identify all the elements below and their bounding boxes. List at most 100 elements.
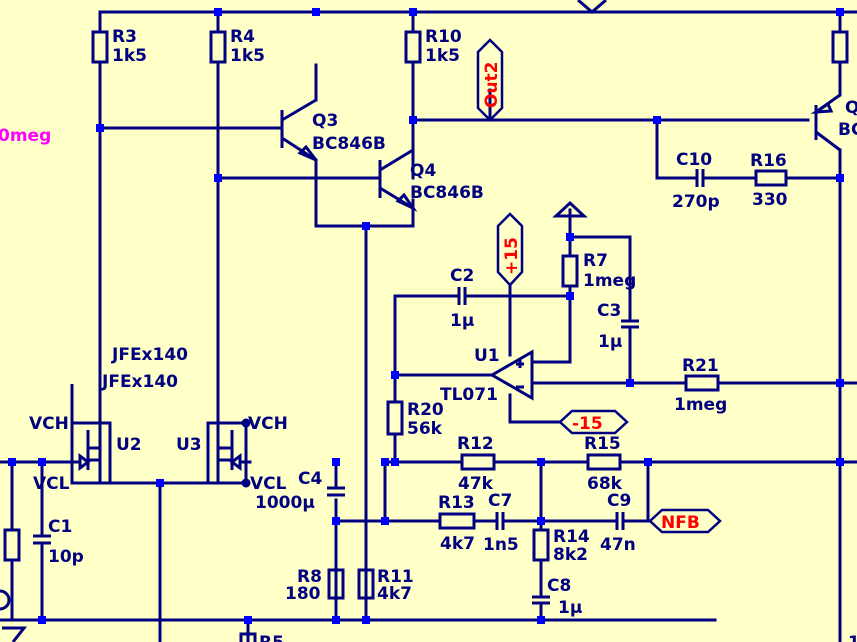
label-R13-name: R13 [438,493,475,513]
jfet-U2 [70,384,112,485]
resistor-R7 [561,254,579,288]
source-symbol [0,589,11,611]
label-U2-name: U2 [116,435,142,455]
label-R14-name: R14 [553,527,590,547]
label-R11-name: R11 [377,567,414,587]
resistor-left [3,528,21,562]
resistor-R5 [239,632,257,642]
label-C7-name: C7 [488,491,512,511]
label-Q3-name: Q3 [312,111,338,131]
label-R14-value: 8k2 [553,545,588,565]
resistor-R16 [754,169,788,187]
label-C2-value: 1µ [450,311,474,331]
label-R16-name: R16 [750,151,787,171]
netlabel-nfb-shape [648,508,722,534]
label-Qr-value: BC [838,120,857,140]
label-Q4-value: BC846B [410,183,484,203]
resistor-R20 [386,400,404,436]
label-C1-value: 10p [48,547,84,567]
label-R13-value: 4k7 [440,534,475,554]
label-R7-name: R7 [583,251,608,271]
label-R20-value: 56k [407,419,443,439]
netlabel-plus15: +15 [502,237,522,275]
resistor-R14 [532,528,550,562]
label-R10-value: 1k5 [425,46,460,66]
label-U1-value: TL071 [440,385,498,405]
label-C7-value: 1n5 [483,535,519,555]
opamp-U1 [488,349,534,401]
ground-symbol-top [552,200,588,218]
netlabel-minus15: -15 [572,414,603,434]
label-C9-value: 47n [600,535,636,555]
label-R3-value: 1k5 [112,46,147,66]
label-U3-name: U3 [176,435,202,455]
netlabel-nfb: NFB [661,513,700,533]
label-C1-name: C1 [48,517,72,537]
label-C9-name: C9 [607,491,631,511]
label-R4-name: R4 [230,27,255,47]
label-Qr-name: Q [845,98,857,118]
ground-symbol-top-rail [577,0,607,14]
label-R8-value: 180 [285,584,321,604]
resistor-R13 [438,512,476,530]
label-C3-value: 1µ [598,332,622,352]
label-R15-value: 68k [587,474,623,494]
resistor-Qr [831,30,849,64]
label-R15-name: R15 [584,434,621,454]
label-R5-partial: R5 [259,633,284,642]
label-jfe-2: JFEx140 [101,372,178,392]
transistor-Q4 [378,148,418,212]
transistor-Q-right [810,93,841,152]
label-R20-name: R20 [407,400,444,420]
label-Q4-name: Q4 [410,161,436,181]
label-jfe-1: JFEx140 [111,345,188,365]
label-R21-name: R21 [682,356,719,376]
label-R21-value: 1meg [674,395,727,415]
label-R11-value: 4k7 [377,584,412,604]
label-R12-value: 47k [458,474,494,494]
netlabel-out2-shape [476,38,504,122]
label-vcl-left: VCL [33,474,70,494]
resistor-R11 [357,568,375,600]
resistor-R10 [404,30,422,64]
label-Q3-value: BC846B [312,134,386,154]
resistor-R4 [209,30,227,64]
netlabel-plus15-shape [496,212,524,287]
capacitor-C10 [688,169,708,187]
capacitor-C8 [532,595,550,605]
resistor-R12 [460,453,496,471]
label-R8-name: R8 [297,567,322,587]
label-R3-name: R3 [112,27,137,47]
label-vch-right: VCH [248,414,288,434]
netlabel-out2: Out2 [482,61,502,108]
capacitor-C2 [454,287,470,305]
label-meg-partial: 0meg [0,126,51,146]
capacitor-C3 [621,319,639,329]
label-vch-left: VCH [29,414,69,434]
ground-symbol-bottom-left [2,626,28,642]
label-R12-name: R12 [457,434,494,454]
label-U1-name: U1 [474,346,500,366]
resistor-R8 [327,568,345,600]
resistor-R15 [586,453,622,471]
wires [0,10,857,642]
label-vcl-right: VCL [250,474,287,494]
junctions [8,8,844,624]
label-C8-name: C8 [547,576,571,596]
resistor-R21 [684,374,720,392]
label-C3-name: C3 [597,301,621,321]
capacitor-C1 [33,534,51,545]
capacitor-C4 [327,486,345,497]
label-C10-value: 270p [672,192,720,212]
label-R4-value: 1k5 [230,46,265,66]
label-C8-value: 1µ [558,598,582,618]
label-C2-name: C2 [450,266,474,286]
capacitor-C7 [493,512,508,530]
label-R7-value: 1meg [583,271,636,291]
netlabel-minus15-shape [558,409,629,435]
label-C4-value: 1000µ [255,493,315,513]
label-right-bottom-partial: 1 [848,633,857,642]
label-C10-name: C10 [676,150,712,170]
transistor-Q3 [280,98,318,162]
